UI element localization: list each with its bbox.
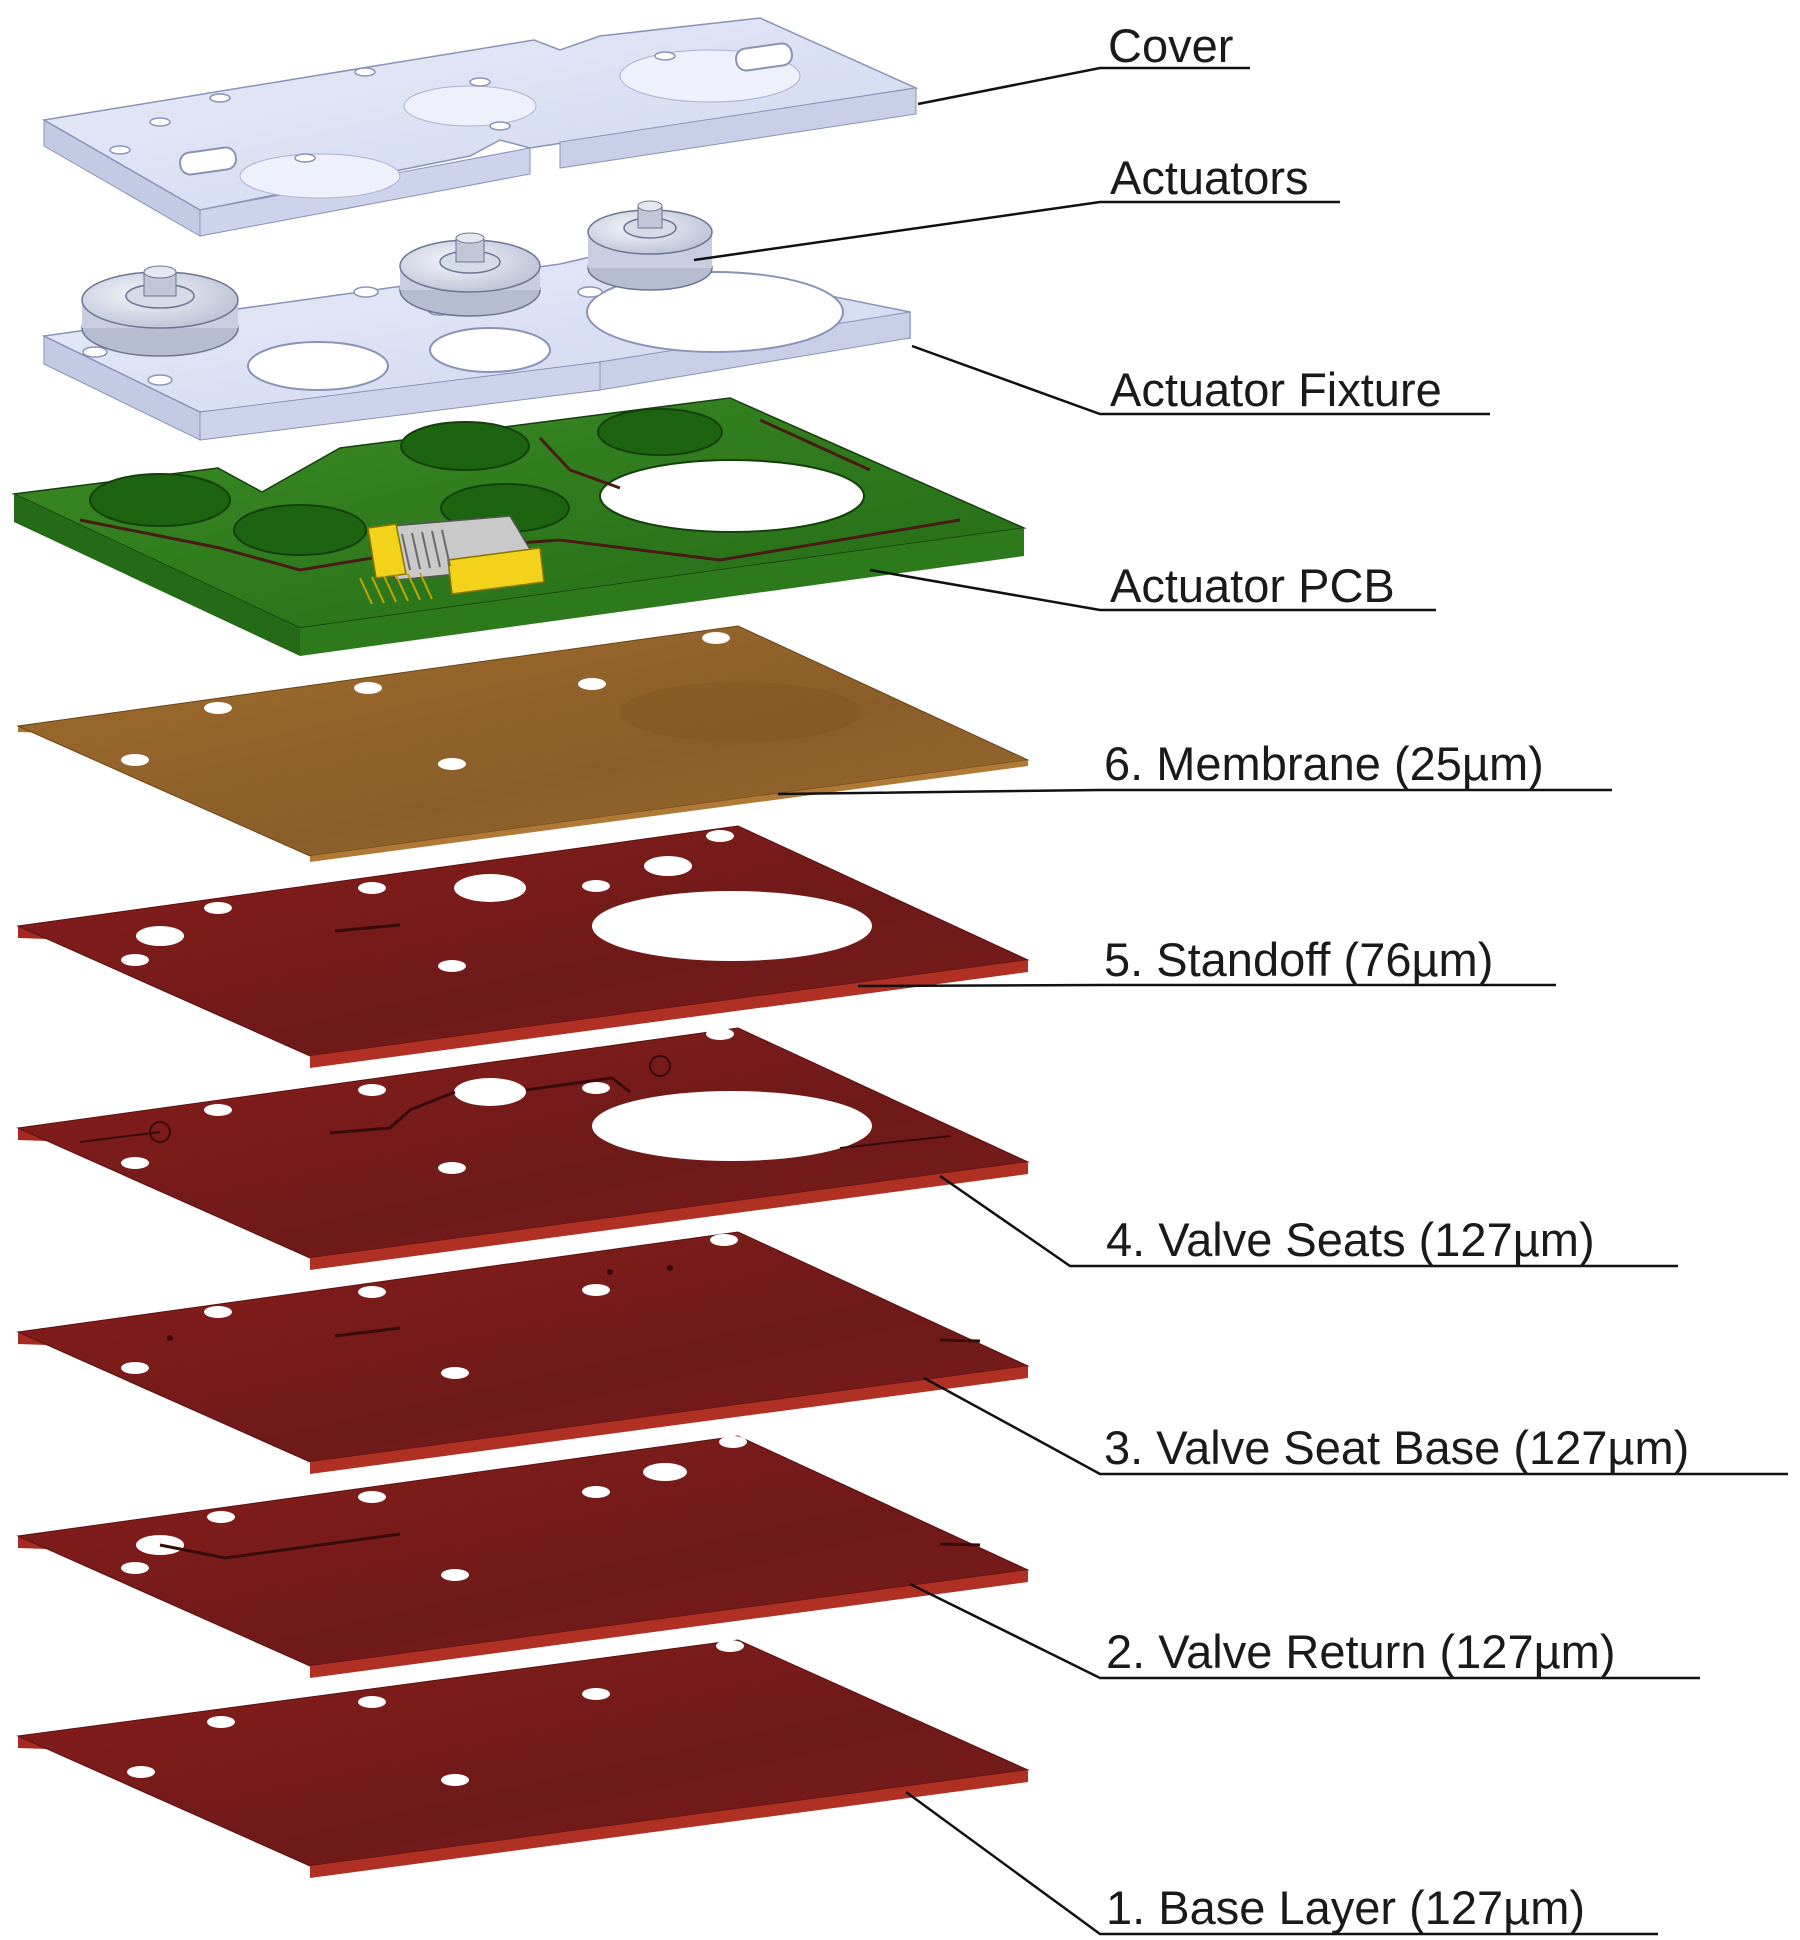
label-actuators: Actuators [1110,151,1309,204]
standoff-sheet [16,825,1030,1068]
leader-membrane [777,788,1612,796]
leader-standoff [857,983,1556,988]
leader-valve-return [909,1582,1700,1680]
label-valve-seat-base: 3. Valve Seat Base (127µm) [1104,1421,1689,1474]
component-labels: Cover Actuators Actuator Fixture Actuato… [1104,19,1689,1934]
leader-actuators [693,200,1340,262]
label-valve-seats: 4. Valve Seats (127µm) [1106,1213,1595,1266]
leader-actuator-fixture [911,344,1490,416]
cover-plate [41,17,919,237]
actuator-middle [399,232,541,317]
leader-valve-seat-base [923,1376,1788,1476]
label-base-layer: 1. Base Layer (127µm) [1106,1881,1585,1934]
label-cover: Cover [1108,19,1233,72]
valve-seats-sheet [16,1027,1030,1270]
actuator-left [81,265,239,357]
leader-base-layer [905,1790,1658,1936]
label-actuator-pcb: Actuator PCB [1110,559,1395,612]
label-actuator-fixture: Actuator Fixture [1110,363,1442,416]
base-layer-sheet [16,1639,1030,1878]
actuator-pcb-board [11,397,1027,656]
label-valve-return: 2. Valve Return (127µm) [1106,1625,1615,1678]
leader-valve-seats [939,1174,1678,1268]
pcb-connector [359,515,545,605]
leader-actuator-pcb [869,568,1436,612]
actuator-right [587,200,713,291]
label-standoff: 5. Standoff (76µm) [1104,933,1493,986]
valve-return-sheet [16,1435,1030,1678]
valve-seat-base-sheet [16,1231,1030,1474]
label-membrane: 6. Membrane (25µm) [1104,737,1544,790]
leader-lines [693,66,1788,1936]
membrane-sheet [16,625,1030,862]
leader-cover [917,66,1250,106]
actuator-fixture-plate [41,200,911,441]
